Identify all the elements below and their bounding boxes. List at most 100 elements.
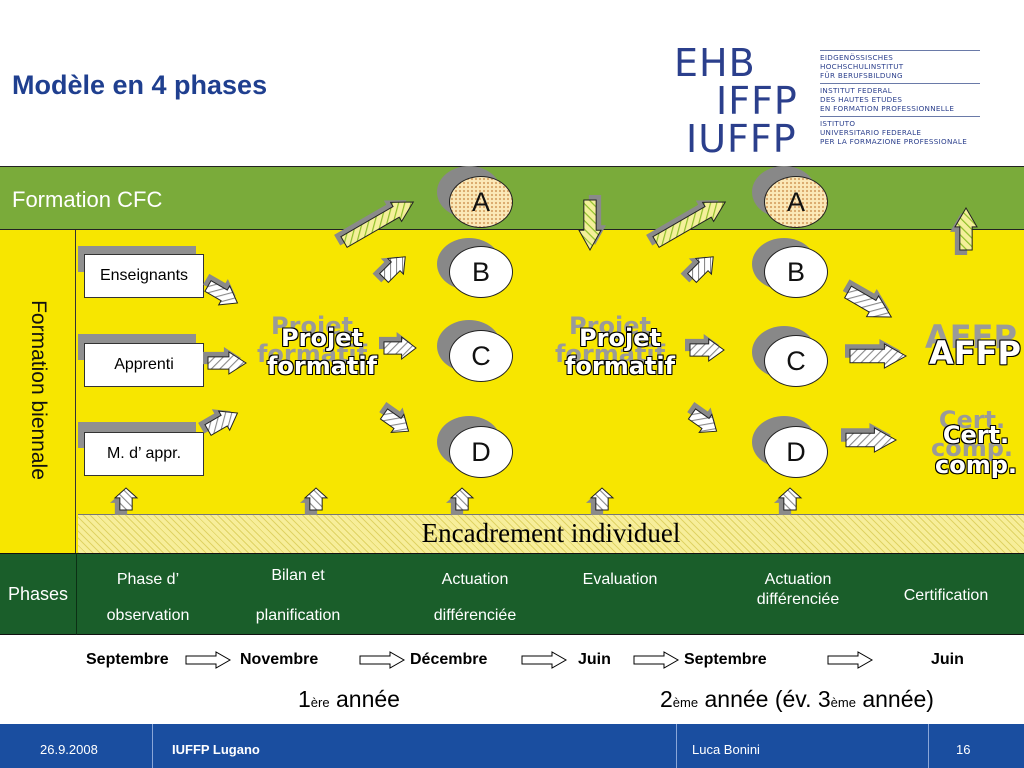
logo-text: EIDGENÖSSISCHES	[820, 53, 894, 62]
timeline-arrow	[827, 651, 874, 669]
encadrement-label: Encadrement individuel	[421, 518, 681, 548]
phase-line: Phase d’	[116, 571, 180, 588]
cert-line: comp.	[934, 451, 1018, 479]
circle-c-2: C	[764, 335, 828, 387]
year-num: 1	[298, 686, 311, 712]
year-text: année)	[855, 686, 934, 712]
circle-d-1: D	[449, 426, 513, 478]
footer-separator	[676, 724, 677, 768]
phase-line: Certification	[903, 587, 989, 604]
year-sup: ère	[310, 695, 330, 710]
affp-label: AFFP	[929, 334, 1021, 372]
projet-line: formatif	[266, 352, 378, 380]
circle-b-1: B	[449, 246, 513, 298]
month-juin-2: Juin	[931, 651, 964, 668]
logo-block-it: ISTITUTO UNIVERSITARIO FEDERALE PER LA F…	[820, 116, 980, 146]
page-title: Modèle en 4 phases	[12, 70, 268, 100]
formation-biennale-label: Formation biennale	[27, 300, 50, 480]
logo-text: UNIVERSITARIO FEDERALE	[820, 128, 922, 137]
box-maitre: M. d’ appr.	[84, 432, 204, 476]
encadrement-band	[78, 514, 1024, 553]
cert-comp-label: Cert. comp.	[928, 420, 1024, 480]
year-num: 2	[660, 686, 673, 712]
cert-shadow: Cert. comp.	[920, 406, 1024, 462]
footer-separator	[152, 724, 153, 768]
logo-line-iuffp: IUFFP	[686, 117, 797, 161]
year-1: 1ère année	[298, 686, 400, 713]
logo-text: PER LA FORMAZIONE PROFESSIONALE	[820, 137, 968, 146]
phase-line: Bilan et	[271, 567, 325, 584]
phase-line: différenciée	[756, 591, 840, 608]
phase-evaluation: Evaluation	[560, 570, 680, 590]
footer-author: Luca Bonini	[692, 742, 760, 757]
phase-certification: Certification	[886, 586, 1006, 606]
phase-observation: Phase d’ observation	[88, 570, 208, 626]
box-apprenti: Apprenti	[84, 343, 204, 387]
month-septembre-1: Septembre	[86, 651, 169, 668]
year-sup: ème	[830, 695, 856, 710]
projet-line: Projet	[271, 312, 353, 340]
year-text: année (év. 3	[698, 686, 831, 712]
timeline-arrow	[633, 651, 680, 669]
logo-text: INSTITUT FEDERAL	[820, 86, 893, 95]
month-novembre: Novembre	[240, 651, 319, 668]
left-column	[0, 230, 76, 553]
phases-label: Phases	[7, 584, 69, 604]
affp-shadow: AFFP	[925, 318, 1017, 356]
logo-line-iffp: IFFP	[716, 79, 798, 123]
month-decembre: Décembre	[410, 651, 488, 668]
phase-line: planification	[255, 607, 341, 624]
logo-text: ISTITUTO	[820, 119, 856, 128]
projet-formatif-2: Projet formatif	[560, 324, 680, 380]
projet-formatif-shadow-1: Projet formatif	[252, 312, 372, 368]
projet-formatif-1: Projet formatif	[262, 324, 382, 380]
logo-text: DES HAUTES ETUDES	[820, 95, 903, 104]
circle-a-1: A	[449, 176, 513, 228]
phases-divider	[76, 553, 77, 635]
year-sup: ème	[672, 695, 699, 710]
year-2: 2ème année (év. 3ème année)	[660, 686, 934, 713]
phase-actuation-2: Actuation différenciée	[738, 570, 858, 610]
timeline-arrow	[521, 651, 568, 669]
timeline-arrow	[359, 651, 406, 669]
projet-line: Projet	[579, 324, 661, 352]
projet-line: formatif	[554, 340, 666, 368]
cert-line: comp.	[930, 434, 1014, 462]
phase-line: Evaluation	[582, 571, 658, 588]
projet-line: Projet	[569, 312, 651, 340]
timeline-arrows	[185, 651, 874, 669]
projet-line: formatif	[564, 352, 676, 380]
month-juin-1: Juin	[578, 651, 611, 668]
footer-page-number: 16	[956, 742, 971, 757]
phase-bilan: Bilan et planification	[238, 566, 358, 626]
circle-d-2: D	[764, 426, 828, 478]
phase-line: observation	[106, 607, 190, 624]
phase-line: Actuation	[441, 571, 509, 588]
timeline-arrow	[185, 651, 232, 669]
phase-actuation-1: Actuation différenciée	[415, 570, 535, 626]
phases-band	[0, 553, 1024, 635]
projet-formatif-shadow-2: Projet formatif	[550, 312, 670, 368]
footer-separator	[928, 724, 929, 768]
ehb-logo: EHB IFFP IUFFP	[672, 44, 807, 158]
projet-line: Projet	[281, 324, 363, 352]
projet-line: formatif	[256, 340, 368, 368]
cert-line: Cert.	[938, 406, 1006, 434]
formation-cfc-label: Formation CFC	[12, 187, 163, 212]
logo-text: HOCHSCHULINSTITUT	[820, 62, 904, 71]
circle-a-2: A	[764, 176, 828, 228]
logo-block-fr: INSTITUT FEDERAL DES HAUTES ETUDES EN FO…	[820, 83, 980, 113]
logo-institution-names: EIDGENÖSSISCHES HOCHSCHULINSTITUT FÜR BE…	[820, 50, 980, 149]
footer-date: 26.9.2008	[40, 742, 98, 757]
phase-line: différenciée	[433, 607, 517, 624]
circle-c-1: C	[449, 330, 513, 382]
month-septembre-2: Septembre	[684, 651, 767, 668]
logo-line-ehb: EHB	[674, 41, 756, 85]
logo-block-de: EIDGENÖSSISCHES HOCHSCHULINSTITUT FÜR BE…	[820, 50, 980, 80]
logo-text: EN FORMATION PROFESSIONNELLE	[820, 104, 955, 113]
year-text: année	[329, 686, 400, 712]
circle-b-2: B	[764, 246, 828, 298]
logo-text: FÜR BERUFSBILDUNG	[820, 71, 903, 80]
phase-line: Actuation	[764, 571, 832, 588]
cert-line: Cert.	[942, 421, 1010, 449]
